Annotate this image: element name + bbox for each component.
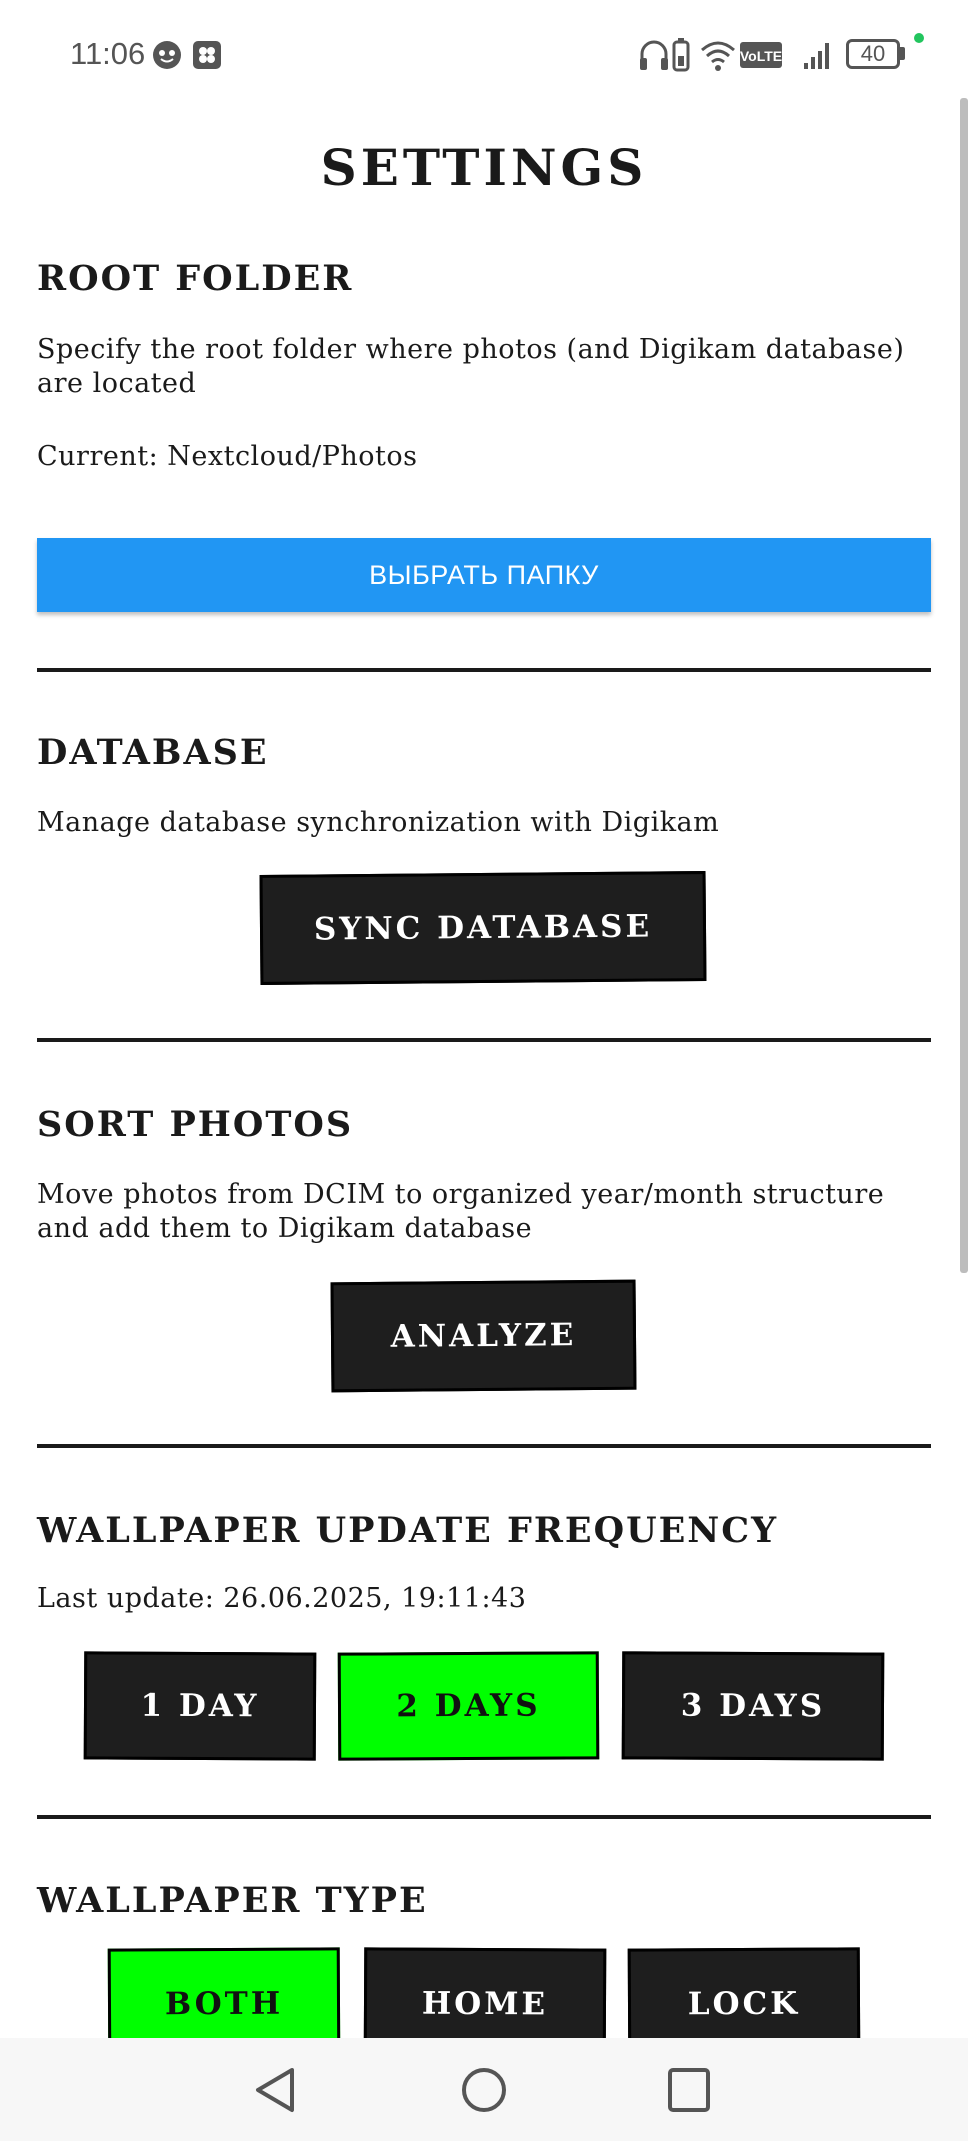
analyze-button[interactable]: ANALYZE <box>330 1279 637 1393</box>
frequency-option-2-days[interactable]: 2 DAYS <box>337 1651 600 1761</box>
navigation-bar <box>0 2038 968 2141</box>
scrollbar[interactable] <box>960 98 968 1273</box>
sync-database-button[interactable]: SYNC DATABASE <box>259 871 707 985</box>
frequency-option-3-days[interactable]: 3 DAYS <box>621 1651 885 1761</box>
last-update-text: Last update: 26.06.2025, 19:11:43 <box>37 1583 527 1614</box>
type-option-home[interactable]: HOME <box>363 1947 607 2038</box>
back-icon[interactable] <box>252 2066 298 2114</box>
type-option-both[interactable]: BOTH <box>107 1947 341 2038</box>
divider <box>37 1444 931 1448</box>
headphones-icon <box>640 40 668 70</box>
status-bar: 11:06 VoLTE 40 <box>0 0 968 100</box>
status-time: 11:06 <box>70 36 146 71</box>
database-heading: DATABASE <box>37 732 269 773</box>
wallpaper-frequency-heading: WALLPAPER UPDATE FREQUENCY <box>37 1510 779 1551</box>
sort-photos-heading: SORT PHOTOS <box>37 1104 354 1145</box>
wifi-icon <box>701 41 735 71</box>
svg-text:VoLTE: VoLTE <box>740 48 782 64</box>
root-folder-heading: ROOT FOLDER <box>37 258 354 299</box>
frequency-option-1-day[interactable]: 1 DAY <box>83 1651 317 1761</box>
battery-icon: 40 <box>846 39 900 69</box>
battery-saver-icon <box>672 38 690 72</box>
home-icon[interactable] <box>460 2066 508 2114</box>
sort-photos-description: Move photos from DCIM to organized year/… <box>37 1179 885 1244</box>
choose-folder-button[interactable]: ВЫБРАТЬ ПАПКУ <box>37 538 931 612</box>
type-option-lock[interactable]: LOCK <box>627 1947 861 2038</box>
current-folder-text: Current: Nextcloud/Photos <box>37 441 418 472</box>
root-folder-description: Specify the root folder where photos (an… <box>37 334 905 399</box>
recents-icon[interactable] <box>666 2066 712 2114</box>
app-notification-icon <box>193 41 221 69</box>
signal-icon <box>804 43 829 69</box>
volte-icon: VoLTE <box>740 42 782 68</box>
divider <box>37 668 931 672</box>
messenger-icon <box>153 41 181 69</box>
battery-tip <box>900 47 905 60</box>
database-description: Manage database synchronization with Dig… <box>37 807 720 838</box>
settings-screen: SETTINGS ROOT FOLDER Specify the root fo… <box>37 138 931 2038</box>
privacy-indicator <box>914 33 924 43</box>
divider <box>37 1815 931 1819</box>
page-title: SETTINGS <box>320 138 648 197</box>
divider <box>37 1038 931 1042</box>
wallpaper-type-heading: WALLPAPER TYPE <box>37 1880 428 1921</box>
battery-level: 40 <box>860 41 886 66</box>
